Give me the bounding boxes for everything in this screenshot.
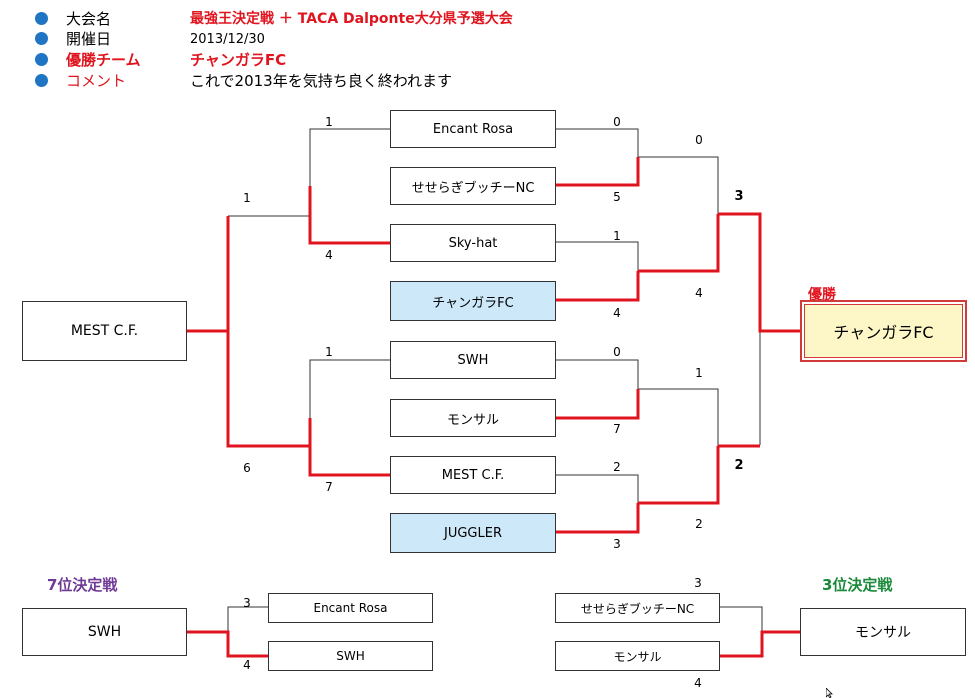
team-box[interactable]: MEST C.F. [390,456,556,494]
team-box[interactable]: Sky-hat [390,224,556,262]
team-box-champion[interactable]: チャンガラFC [390,281,556,321]
team-box[interactable]: モンサル [390,399,556,437]
mouse-cursor-icon [826,688,833,698]
team-box[interactable]: SWH [390,341,556,379]
score: 0 [613,345,621,359]
score: 7 [325,480,333,494]
team-box[interactable]: せせらぎブッチーNC [390,167,556,205]
date-label: 開催日 [66,30,112,48]
score: 7 [613,422,621,436]
score: 4 [694,676,702,690]
date-value: 2013/12/30 [190,32,265,47]
score: 3 [694,576,702,590]
team-box[interactable]: Encant Rosa [390,110,556,148]
seventh-place-winner[interactable]: SWH [22,608,187,656]
bullet-icon [35,32,48,45]
champion-box[interactable]: チャンガラFC [800,300,967,362]
seventh-place-title: 7位決定戦 [47,576,118,594]
score: 1 [325,115,333,129]
tournament-name-value: 最強王決定戦 ＋ TACA Dalponte大分県予選大会 [190,11,513,27]
score: 3 [243,596,251,610]
team-box[interactable]: Encant Rosa [268,593,433,623]
score: 0 [613,115,621,129]
score: 6 [243,461,251,475]
bullet-icon [35,53,48,66]
champion-team-value: チャンガラFC [190,51,287,69]
champion-team-label: 優勝チーム [66,51,141,69]
team-box[interactable]: SWH [268,641,433,671]
team-box[interactable]: せせらぎブッチーNC [555,593,720,623]
comment-label: コメント [66,72,127,90]
score: 3 [613,537,621,551]
score: 2 [695,517,703,531]
score: 1 [695,366,703,380]
score: 4 [613,306,621,320]
score: 5 [613,190,621,204]
score: 4 [243,658,251,672]
score: 1 [613,229,621,243]
seed-team-box[interactable]: MEST C.F. [22,301,187,361]
score: 4 [325,248,333,262]
champion-label: 優勝 [808,287,836,303]
third-place-title: 3位決定戦 [822,576,893,594]
champion-name: チャンガラFC [804,304,963,358]
score: 2 [734,458,744,473]
team-box[interactable]: モンサル [555,641,720,671]
comment-value: これで2013年を気持ち良く終われます [190,72,452,90]
bullet-icon [35,74,48,87]
score: 2 [613,460,621,474]
score: 4 [695,286,703,300]
score: 0 [695,133,703,147]
third-place-winner[interactable]: モンサル [800,608,966,656]
team-box-highlight[interactable]: JUGGLER [390,513,556,553]
score: 1 [325,345,333,359]
score: 3 [734,189,744,204]
bullet-icon [35,12,48,25]
tournament-name-label: 大会名 [66,10,112,28]
score: 1 [243,191,251,205]
